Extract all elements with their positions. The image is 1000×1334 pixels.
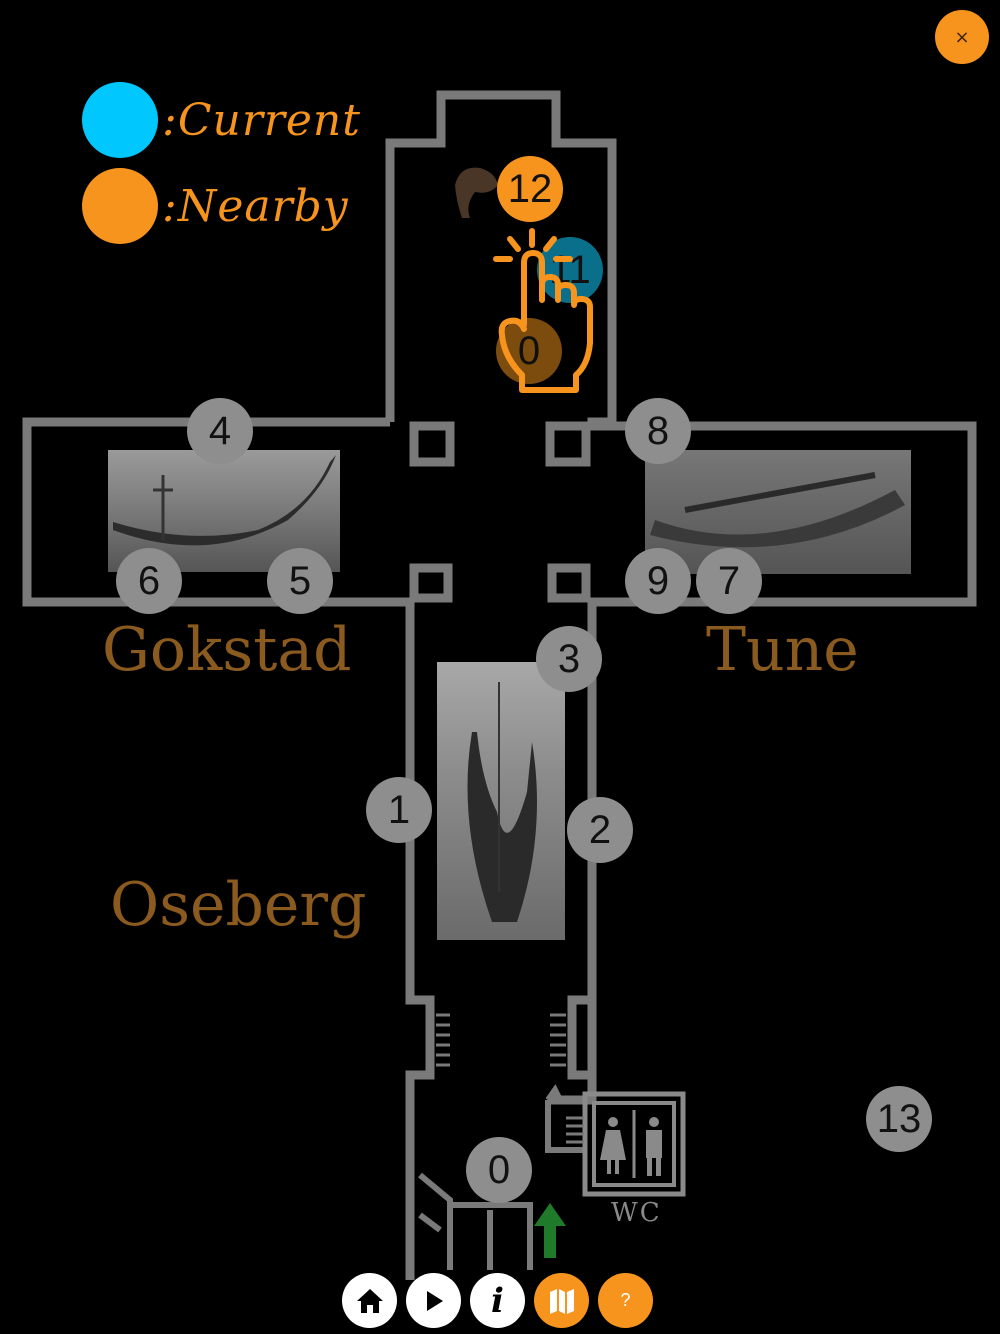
bottom-toolbar: i ? bbox=[342, 1273, 653, 1328]
marker-5[interactable]: 5 bbox=[267, 548, 333, 614]
nearby-dot bbox=[82, 168, 158, 244]
home-button[interactable] bbox=[342, 1273, 397, 1328]
close-icon: × bbox=[954, 26, 970, 48]
marker-7[interactable]: 7 bbox=[696, 548, 762, 614]
legend-nearby: :Nearby bbox=[82, 168, 349, 244]
room-label-gokstad: Gokstad bbox=[102, 615, 352, 685]
marker-10[interactable]: 0 bbox=[496, 318, 562, 384]
marker-4[interactable]: 4 bbox=[187, 398, 253, 464]
tune-ship-photo bbox=[645, 450, 911, 574]
marker-0[interactable]: 0 bbox=[466, 1137, 532, 1203]
close-button[interactable]: × bbox=[935, 10, 989, 64]
marker-3[interactable]: 3 bbox=[536, 626, 602, 692]
map-icon bbox=[549, 1288, 574, 1314]
help-button[interactable]: ? bbox=[598, 1273, 653, 1328]
marker-12[interactable]: 12 bbox=[497, 156, 563, 222]
tap-hand-icon bbox=[493, 228, 593, 393]
marker-9[interactable]: 9 bbox=[625, 548, 691, 614]
home-icon bbox=[356, 1288, 383, 1313]
current-dot bbox=[82, 82, 158, 158]
wc-label: WC bbox=[611, 1198, 662, 1228]
room-label-oseberg: Oseberg bbox=[110, 870, 367, 940]
marker-8[interactable]: 8 bbox=[625, 398, 691, 464]
info-button[interactable]: i bbox=[470, 1273, 525, 1328]
legend-nearby-label: :Nearby bbox=[162, 180, 349, 232]
animal-head-post-photo bbox=[450, 160, 500, 220]
room-label-tune: Tune bbox=[706, 615, 859, 685]
play-button[interactable] bbox=[406, 1273, 461, 1328]
info-icon: i bbox=[491, 1280, 504, 1321]
play-icon bbox=[426, 1290, 443, 1311]
marker-6[interactable]: 6 bbox=[116, 548, 182, 614]
map-button[interactable] bbox=[534, 1273, 589, 1328]
oseberg-ship-photo bbox=[437, 662, 565, 940]
marker-13[interactable]: 13 bbox=[866, 1086, 932, 1152]
entrance-arrow-icon bbox=[534, 1203, 566, 1258]
wc-icon bbox=[566, 1091, 686, 1197]
legend-current: :Current bbox=[82, 82, 361, 158]
marker-1[interactable]: 1 bbox=[366, 777, 432, 843]
help-icon: ? bbox=[620, 1290, 631, 1310]
marker-2[interactable]: 2 bbox=[567, 797, 633, 863]
legend-current-label: :Current bbox=[162, 94, 361, 146]
